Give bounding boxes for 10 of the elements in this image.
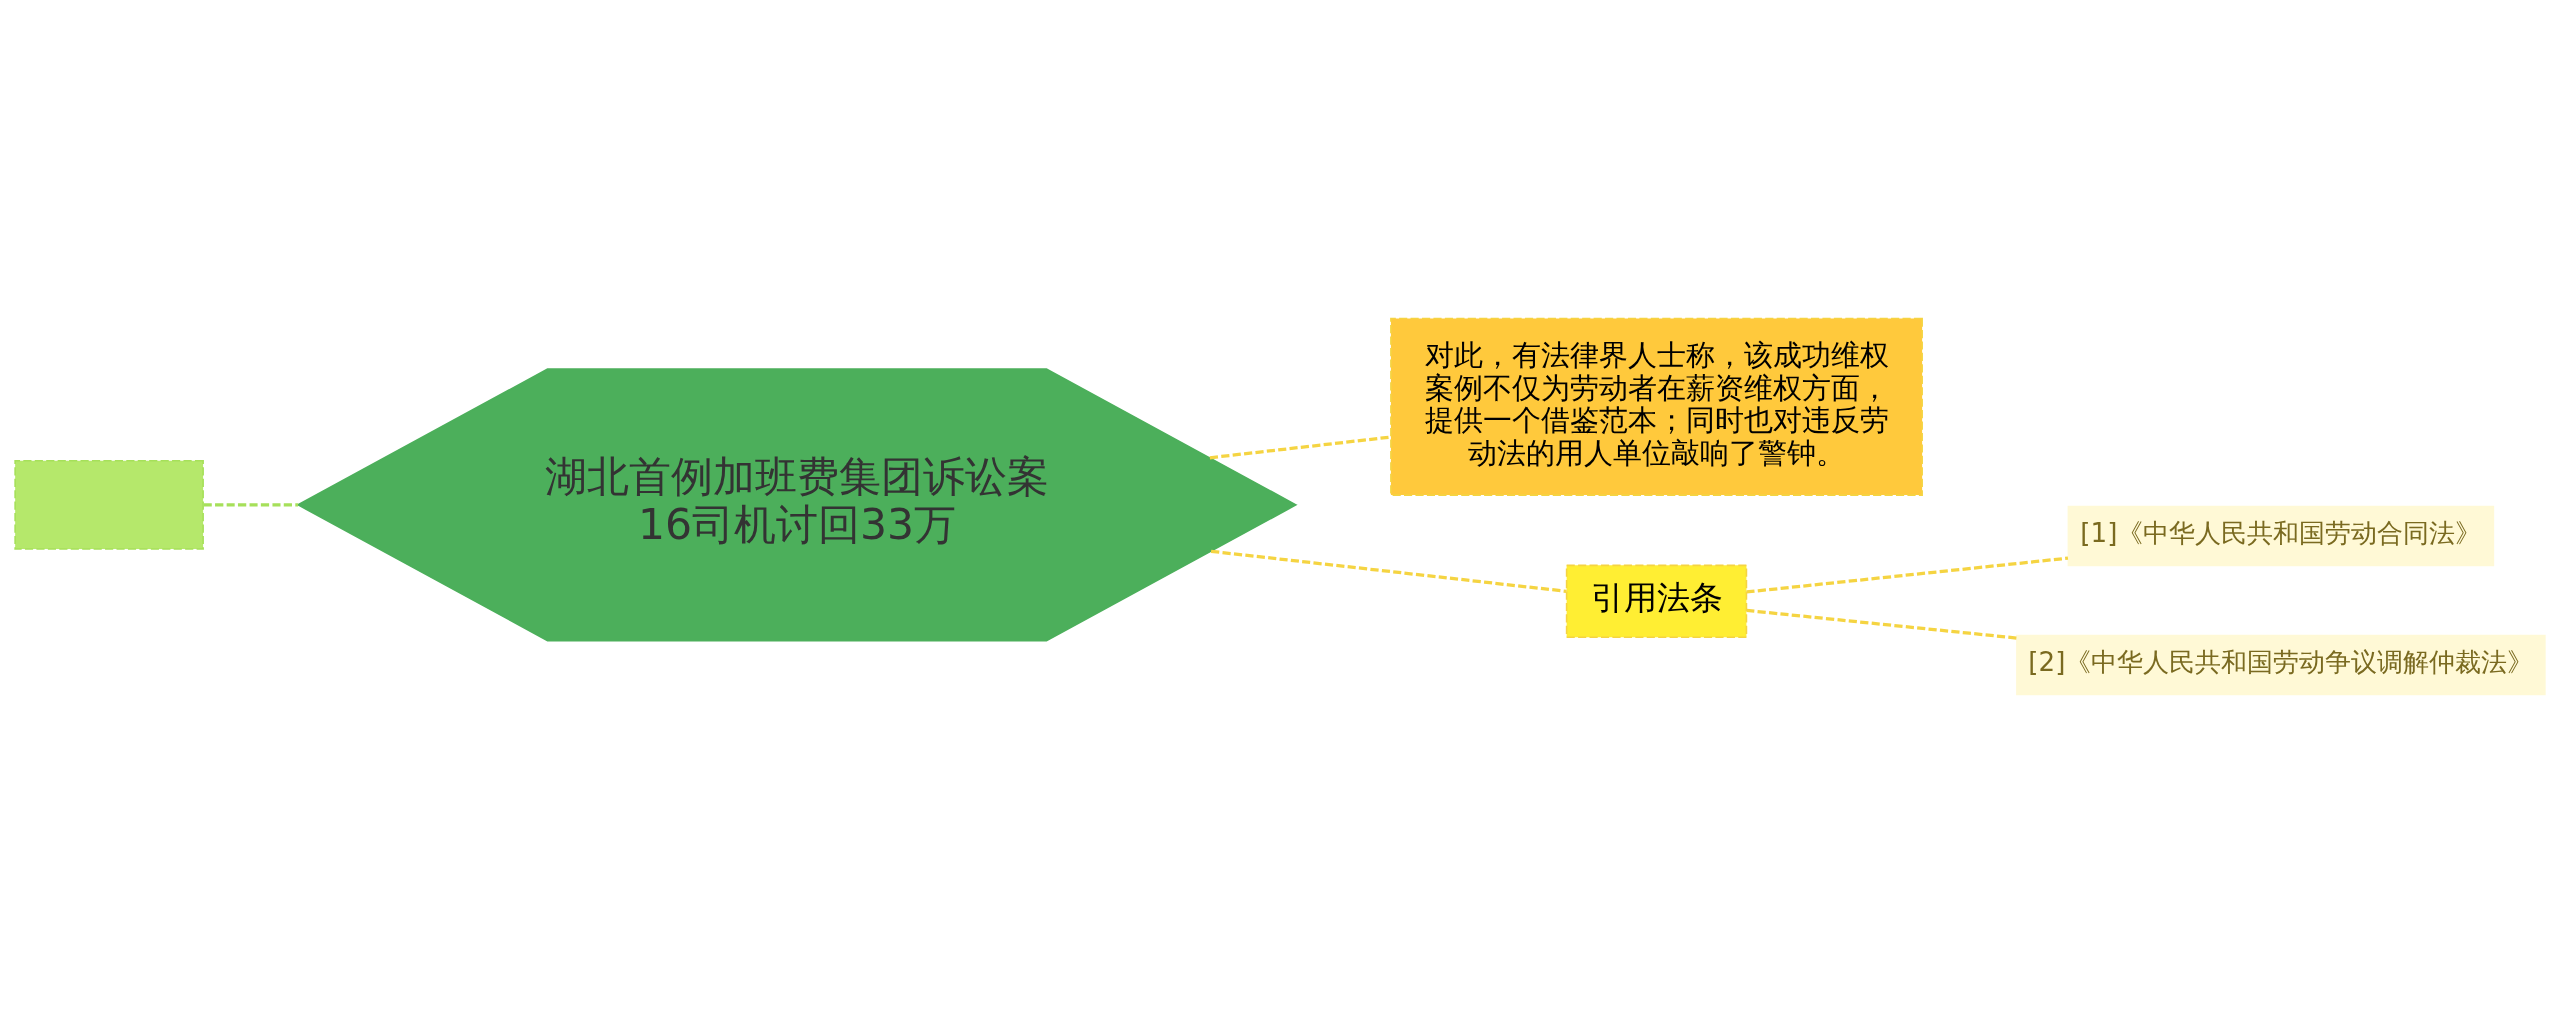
connector xyxy=(1746,556,2069,594)
connector xyxy=(1210,549,1567,593)
node-box: [2]《中华人民共和国劳动争议调解仲裁法》 xyxy=(2016,634,2546,696)
connector xyxy=(1746,608,2017,640)
node-box xyxy=(14,459,204,550)
connector xyxy=(203,503,299,507)
node-box: 对此，有法律界人士称，该成功维权案例不仅为劳动者在薪资维权方面，提供一个借鉴范本；同时也对违反劳动法的用人单位敲响了警钟。 xyxy=(1390,317,1923,496)
connector xyxy=(1209,435,1391,460)
node-box: [1]《中华人民共和国劳动合同法》 xyxy=(2067,505,2495,567)
node-box: 引用法条 xyxy=(1565,564,1748,639)
